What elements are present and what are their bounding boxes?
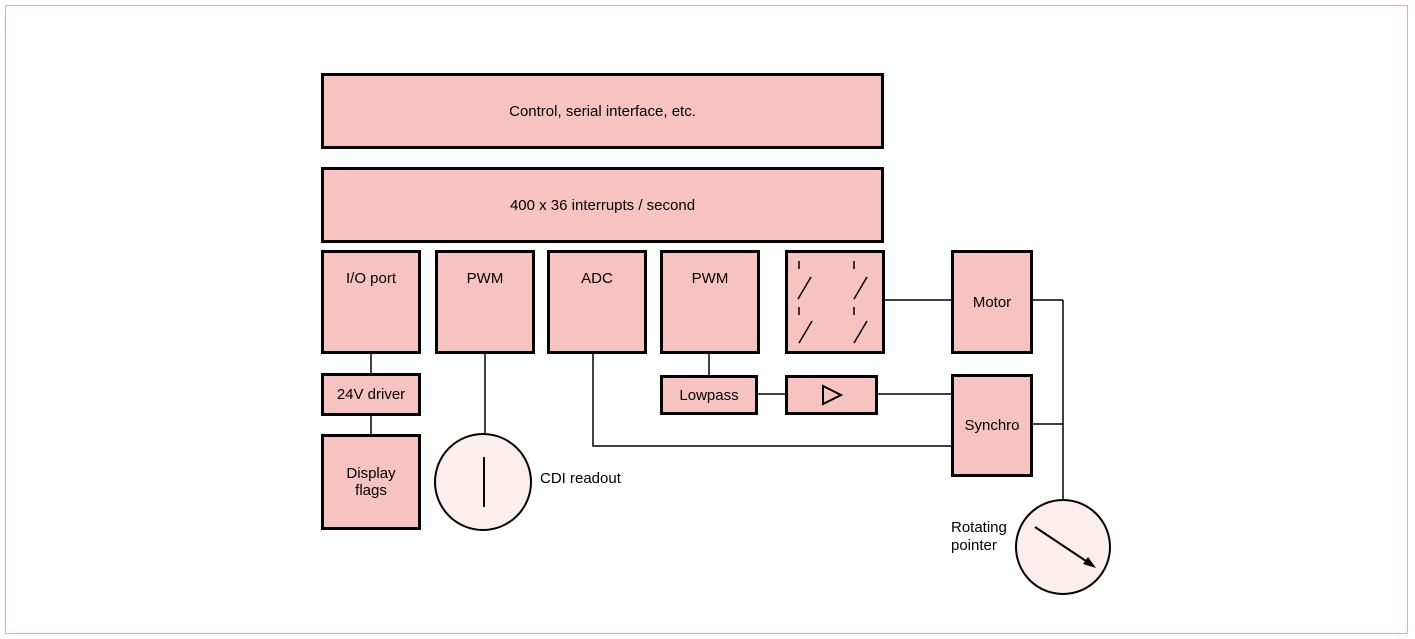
adc-label: ADC	[581, 270, 613, 287]
motor-label: Motor	[972, 293, 1012, 311]
switch-bank-block	[785, 250, 885, 354]
rotating-pointer-icon	[1015, 499, 1111, 595]
cdi-needle	[483, 457, 485, 507]
display-flags-label-2: flags	[355, 482, 387, 499]
io-port-label: I/O port	[345, 270, 397, 287]
io-port-block: I/O port	[321, 250, 421, 354]
amplifier-block	[785, 375, 878, 415]
synchro-block: Synchro	[951, 374, 1033, 477]
motor-block: Motor	[951, 250, 1033, 354]
control-label: Control, serial interface, etc.	[509, 102, 696, 120]
adc-block: ADC	[547, 250, 647, 354]
pwm-lowpass-block: PWM	[660, 250, 760, 354]
switch-bank-icon	[797, 261, 868, 344]
figure-frame	[5, 5, 1408, 634]
lowpass-label: Lowpass	[679, 386, 739, 404]
pwm-cdi-block: PWM	[435, 250, 535, 354]
rotating-needle	[1034, 526, 1096, 568]
cdi-dial-icon	[434, 433, 532, 531]
lowpass-block: Lowpass	[660, 375, 758, 415]
cdi-readout-label: CDI readout	[540, 470, 621, 487]
pwm-cdi-label: PWM	[466, 270, 504, 287]
wire-adc-synchro	[592, 352, 951, 447]
pwm-lowpass-label: PWM	[691, 270, 729, 287]
display-flags-label-1: Display	[346, 465, 396, 482]
control-block: Control, serial interface, etc.	[321, 73, 884, 149]
interrupts-block: 400 x 36 interrupts / second	[321, 167, 884, 243]
rotating-pointer-label: Rotating pointer	[951, 519, 1007, 554]
display-flags-block: Display flags	[321, 434, 421, 530]
interrupts-label: 400 x 36 interrupts / second	[509, 196, 696, 214]
synchro-label: Synchro	[964, 417, 1020, 434]
driver-block: 24V driver	[321, 373, 421, 416]
driver-label: 24V driver	[336, 386, 406, 403]
amplifier-icon	[821, 384, 843, 406]
